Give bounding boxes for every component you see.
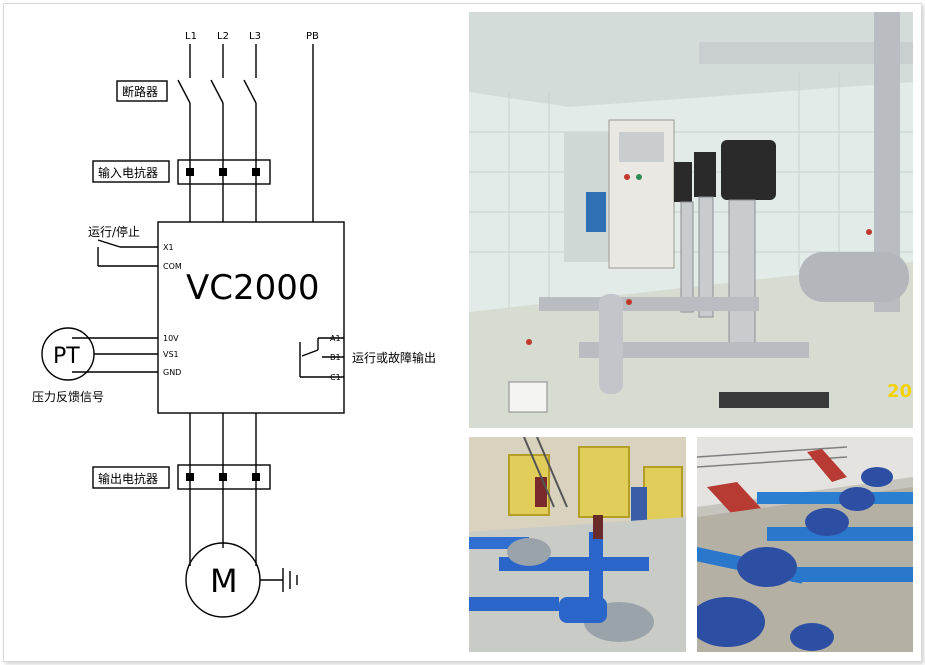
- terminal-com: COM: [163, 262, 182, 271]
- photo-booster-pump-room: 20: [469, 12, 913, 428]
- fault-output-label: 运行或故障输出: [352, 350, 436, 365]
- photo-blue-pump-station: [469, 437, 686, 652]
- phase-label-l3: L3: [249, 31, 261, 42]
- output-reactor-label: 输出电抗器: [98, 471, 158, 486]
- pb-label: PB: [306, 31, 319, 42]
- terminal-a1: A1: [330, 334, 341, 343]
- pressure-feedback-label: 压力反馈信号: [32, 390, 104, 404]
- input-reactor-label: 输入电抗器: [98, 165, 158, 180]
- pt-symbol: PT: [53, 344, 80, 369]
- phase-label-l1: L1: [185, 31, 197, 42]
- motor-symbol: M: [210, 562, 238, 600]
- terminal-c1: C1: [330, 373, 341, 382]
- run-stop-label: 运行/停止: [88, 224, 140, 239]
- photo-split-case-pumps: [697, 437, 913, 652]
- terminal-x1: X1: [163, 243, 174, 252]
- terminal-b1: B1: [330, 353, 341, 362]
- terminal-vs1: VS1: [163, 350, 179, 359]
- inverter-model: VC2000: [186, 268, 320, 308]
- terminal-gnd: GND: [163, 368, 181, 377]
- wiring-diagram: L1 L2 L3 PB 断路器 输入电抗器 输出电抗器 运行/停止 压力反馈信号…: [32, 31, 436, 618]
- terminal-10v: 10V: [163, 334, 179, 343]
- photo-date-stamp: 20: [887, 381, 912, 402]
- breaker-label: 断路器: [122, 84, 158, 99]
- phase-label-l2: L2: [217, 31, 229, 42]
